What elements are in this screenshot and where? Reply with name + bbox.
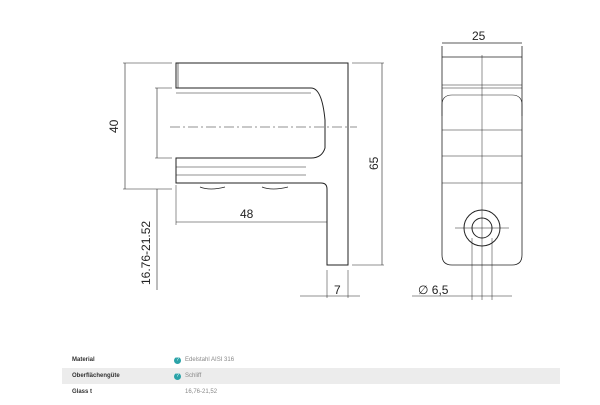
svg-text:65: 65: [367, 156, 381, 170]
svg-text:40: 40: [107, 119, 121, 133]
svg-text:7: 7: [334, 283, 341, 297]
svg-text:48: 48: [240, 207, 254, 221]
spec-table: Material?Edelstahl AISI 316 Oberflächeng…: [62, 352, 560, 400]
help-icon[interactable]: ?: [174, 356, 181, 364]
svg-text:25: 25: [472, 29, 486, 43]
table-row: Material?Edelstahl AISI 316: [72, 356, 235, 364]
help-icon[interactable]: ?: [174, 372, 181, 380]
svg-text:16.76-21.52: 16.76-21.52: [139, 221, 153, 285]
svg-text:∅ 6,5: ∅ 6,5: [418, 283, 449, 297]
technical-drawing: 40 16.76-21.52 48 65 7 25 ∅ 6,5: [107, 29, 523, 300]
table-row: Oberflächengüte?Schliff: [62, 368, 560, 384]
